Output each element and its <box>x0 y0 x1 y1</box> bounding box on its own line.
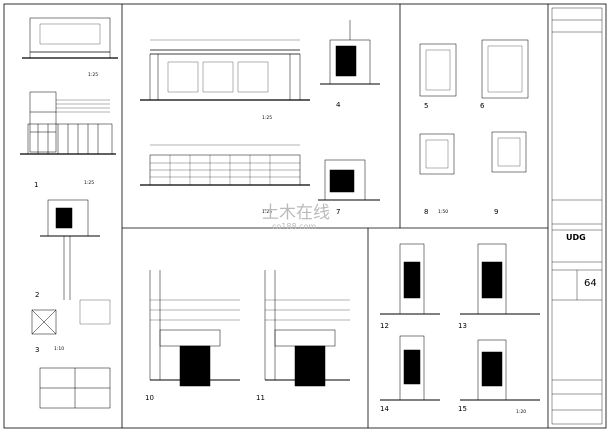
panel-foundation-sections <box>149 270 350 387</box>
callout-4: 4 <box>336 101 341 109</box>
panel-railing-elevations <box>140 39 310 186</box>
callout-1: 1 <box>34 181 39 189</box>
scale-label-f: 1:20 <box>516 410 527 415</box>
callout-13: 13 <box>458 322 467 330</box>
watermark-cn: 土木在线 <box>262 203 330 223</box>
title-block-sheet-number: 64 <box>584 278 597 289</box>
watermark-en: co188.com <box>272 222 317 231</box>
scale-label-d: 1:25 <box>262 116 273 121</box>
panel-balcony-railing <box>20 17 118 409</box>
callout-2: 2 <box>35 291 40 299</box>
scale-label-c: 1:10 <box>54 347 65 352</box>
panel-parapet-details <box>380 243 540 401</box>
title-block <box>551 7 603 425</box>
callout-9: 9 <box>494 208 499 216</box>
callout-12: 12 <box>380 322 389 330</box>
title-block-code: UDG <box>566 233 586 242</box>
panel-wall-sections <box>318 20 380 201</box>
callout-10: 10 <box>145 394 154 402</box>
callout-5: 5 <box>424 102 429 110</box>
scale-label-a: 1:25 <box>88 73 99 78</box>
panel-screen-details <box>419 39 529 175</box>
scale-label-g: 1:50 <box>438 210 449 215</box>
sheet-frame <box>3 3 607 429</box>
callout-11: 11 <box>256 394 265 402</box>
scale-label-b: 1:25 <box>84 181 95 186</box>
callout-15: 15 <box>458 405 467 413</box>
callout-8: 8 <box>424 208 429 216</box>
callout-7: 7 <box>336 208 341 216</box>
scale-label-e: 1:25 <box>262 210 273 215</box>
callout-3: 3 <box>35 346 40 354</box>
callout-6: 6 <box>480 102 485 110</box>
callout-14: 14 <box>380 405 389 413</box>
